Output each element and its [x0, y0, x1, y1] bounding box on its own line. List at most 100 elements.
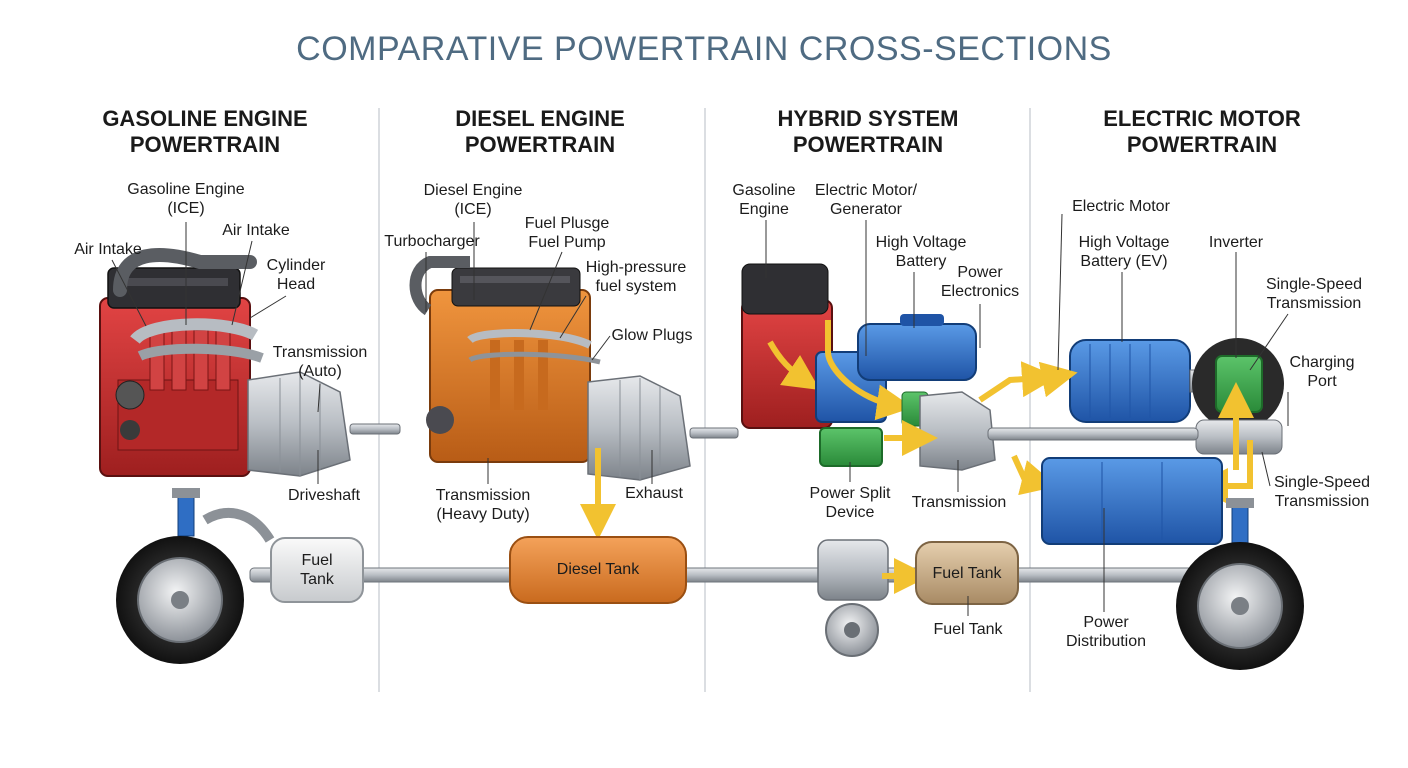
label-charging-port: Charging Port [1284, 353, 1360, 391]
label-line: Electric Motor/ [814, 182, 918, 199]
title-line: POWERTRAIN [464, 132, 616, 157]
label-power-distribution: Power Distribution [1056, 613, 1156, 651]
hybrid-hv-battery [857, 314, 977, 381]
title-line: POWERTRAIN [1126, 132, 1278, 157]
ev-inverter-drive-unit [1192, 338, 1284, 504]
label-line: Gasoline [732, 182, 796, 199]
gasoline-rear-wheel [116, 488, 275, 664]
label-line: Diesel Engine [423, 182, 523, 199]
gasoline-engine-block [99, 267, 251, 477]
label-diesel-tank: Diesel Tank [556, 561, 640, 578]
label-motor-generator: Electric Motor/ Generator [806, 181, 926, 219]
label-line: Generator [829, 201, 903, 218]
label-hybrid-transmission: Transmission [911, 494, 1007, 511]
label-line: Fuel Pump [528, 234, 606, 251]
label-cylinder-head: Cylinder Head [256, 256, 336, 294]
label-hybrid-fuel-tank-box: Fuel Tank [932, 565, 1002, 582]
gasoline-intake-manifold [113, 248, 264, 363]
label-line: Fuel Plusge [524, 215, 610, 232]
label-transmission-auto: Transmission (Auto) [262, 343, 378, 381]
hybrid-transmission [884, 361, 1058, 496]
label-line: Charging [1289, 354, 1355, 371]
label-line: Engine [739, 201, 789, 218]
label-hybrid-fuel-tank: Fuel Tank [933, 621, 1003, 638]
title-line: DIESEL ENGINE [455, 106, 625, 131]
label-line: Head [276, 276, 316, 293]
label-line: fuel system [595, 278, 677, 295]
ev-battery-pack [1041, 457, 1223, 545]
label-line: Power Split [809, 485, 891, 502]
title-line: GASOLINE ENGINE [102, 106, 308, 131]
label-line: (ICE) [167, 200, 205, 217]
label-line: High Voltage [875, 234, 967, 251]
label-hv-battery-ev: High Voltage Battery (EV) [1070, 233, 1178, 271]
page-title: COMPARATIVE POWERTRAIN CROSS-SECTIONS [296, 30, 1112, 68]
label-line: High Voltage [1078, 234, 1170, 251]
label-line: Battery (EV) [1080, 253, 1168, 270]
label-electric-motor: Electric Motor [1072, 198, 1170, 215]
column-title-hybrid: HYBRID SYSTEM POWERTRAIN [708, 106, 1028, 158]
ev-driveshaft [987, 427, 1199, 441]
label-line: (ICE) [454, 201, 492, 218]
label-power-electronics: Power Electronics [936, 263, 1024, 301]
label-hybrid-hv-battery: High Voltage Battery [868, 233, 974, 271]
title-line: ELECTRIC MOTOR [1103, 106, 1301, 131]
label-line: Power [1083, 614, 1129, 631]
hybrid-rear-axle [817, 539, 930, 657]
label-line: Tank [300, 571, 334, 588]
label-air-intake-2: Air Intake [222, 222, 290, 239]
ev-flow-arrows [1038, 361, 1078, 398]
diesel-transmission [587, 375, 739, 481]
hybrid-gasoline-engine [741, 263, 833, 429]
diesel-tank [509, 536, 687, 604]
label-line: (Heavy Duty) [436, 506, 530, 523]
label-fuel-tank-gasoline: Fuel Tank [271, 551, 363, 589]
hybrid-fuel-tank [915, 541, 1019, 605]
ev-rear-wheel [1176, 498, 1304, 670]
label-hybrid-gasoline-engine: Gasoline Engine [724, 181, 804, 219]
label-power-split-device: Power Split Device [804, 484, 896, 522]
label-line: High-pressure [585, 259, 687, 276]
chassis-rail [249, 567, 1211, 583]
label-line: (Auto) [298, 363, 342, 380]
label-line: Single-Speed [1273, 474, 1371, 491]
title-line: POWERTRAIN [129, 132, 281, 157]
leader-lines [111, 213, 1289, 616]
label-exhaust: Exhaust [625, 485, 683, 502]
label-single-speed-transmission-2: Single-Speed Transmission [1270, 473, 1374, 511]
title-line: HYBRID SYSTEM [777, 106, 959, 131]
label-line: Power [957, 264, 1003, 281]
label-line: Single-Speed [1265, 276, 1363, 293]
label-high-pressure-fuel-system: High-pressure fuel system [580, 258, 692, 296]
label-air-intake-1: Air Intake [74, 241, 142, 258]
label-line: Transmission [435, 487, 531, 504]
label-fuel-pump: Fuel Plusge Fuel Pump [514, 214, 620, 252]
label-glow-plugs: Glow Plugs [611, 327, 693, 344]
column-title-electric: ELECTRIC MOTOR POWERTRAIN [1042, 106, 1362, 158]
gasoline-fuel-tank [270, 537, 364, 603]
gasoline-transmission [247, 371, 401, 477]
label-line: Cylinder [266, 257, 326, 274]
label-line: Fuel [301, 552, 333, 569]
label-gasoline-engine: Gasoline Engine (ICE) [116, 180, 256, 218]
label-line: Distribution [1065, 633, 1147, 650]
label-line: Electronics [940, 283, 1020, 300]
label-diesel-engine: Diesel Engine (ICE) [408, 181, 538, 219]
label-line: Gasoline Engine [127, 181, 245, 198]
column-dividers [378, 108, 1031, 692]
label-line: Transmission [1274, 493, 1370, 510]
label-turbocharger: Turbocharger [384, 233, 480, 250]
title-line: POWERTRAIN [792, 132, 944, 157]
label-single-speed-transmission-1: Single-Speed Transmission [1262, 275, 1366, 313]
column-title-gasoline: GASOLINE ENGINE POWERTRAIN [45, 106, 365, 158]
label-inverter: Inverter [1208, 234, 1264, 251]
label-line: Transmission [1266, 295, 1362, 312]
label-driveshaft: Driveshaft [287, 487, 361, 504]
column-title-diesel: DIESEL ENGINE POWERTRAIN [380, 106, 700, 158]
label-line: Battery [895, 253, 947, 270]
diesel-engine-block [409, 256, 601, 463]
label-line: Transmission [272, 344, 368, 361]
label-line: Port [1307, 373, 1337, 390]
